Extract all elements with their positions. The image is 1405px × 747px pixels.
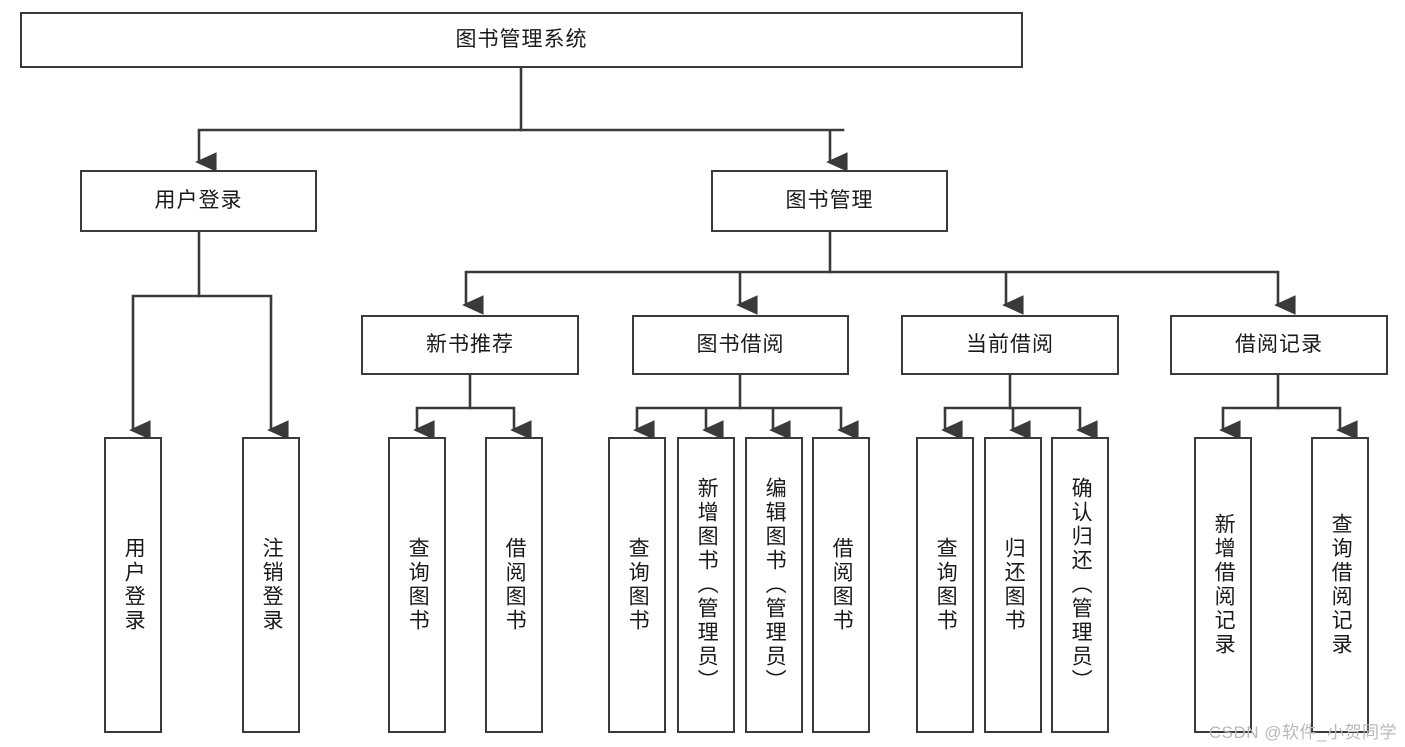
leaf-current-borrow-return-book[interactable]: 归还图书 [984, 437, 1042, 733]
leaf-book-borrow-borrow-book[interactable]: 借阅图书 [812, 437, 870, 733]
node-label: 用户登录 [154, 189, 243, 213]
leaf-current-borrow-query-book[interactable]: 查询图书 [916, 437, 974, 733]
node-label: 新增借阅记录 [1212, 513, 1236, 657]
node-label: 归还图书 [1002, 537, 1026, 633]
leaf-borrow-record-query-record[interactable]: 查询借阅记录 [1311, 437, 1369, 733]
node-label: 新增图书（管理员） [695, 477, 719, 693]
node-label: 注销登录 [260, 537, 284, 633]
node-label: 用户登录 [122, 537, 146, 633]
node-user-login[interactable]: 用户登录 [80, 170, 317, 232]
leaf-user-login-logout[interactable]: 注销登录 [242, 437, 300, 733]
node-label: 查询图书 [626, 537, 650, 633]
leaf-current-borrow-confirm-return-admin[interactable]: 确认归还（管理员） [1051, 437, 1109, 733]
node-label: 借阅图书 [830, 537, 854, 633]
leaf-new-book-borrow-book[interactable]: 借阅图书 [485, 437, 543, 733]
node-label: 查询图书 [934, 537, 958, 633]
node-root-book-management-system[interactable]: 图书管理系统 [20, 12, 1023, 68]
leaf-new-book-query-book[interactable]: 查询图书 [388, 437, 446, 733]
leaf-book-borrow-edit-book-admin[interactable]: 编辑图书（管理员） [745, 437, 803, 733]
node-borrow-record[interactable]: 借阅记录 [1170, 315, 1388, 375]
node-label: 查询图书 [406, 537, 430, 633]
node-label: 图书管理 [785, 189, 874, 213]
node-book-management[interactable]: 图书管理 [711, 170, 948, 232]
node-label: 借阅图书 [503, 537, 527, 633]
node-label: 新书推荐 [426, 333, 514, 357]
node-label: 编辑图书（管理员） [763, 477, 787, 693]
node-label: 确认归还（管理员） [1069, 477, 1093, 693]
node-label: 查询借阅记录 [1329, 513, 1353, 657]
leaf-book-borrow-add-book-admin[interactable]: 新增图书（管理员） [677, 437, 735, 733]
node-label: 当前借阅 [966, 333, 1054, 357]
leaf-book-borrow-query-book[interactable]: 查询图书 [608, 437, 666, 733]
node-label: 图书管理系统 [455, 28, 588, 52]
leaf-borrow-record-add-record[interactable]: 新增借阅记录 [1194, 437, 1252, 733]
csdn-watermark: CSDN @软件_小贺同学 [1208, 723, 1397, 742]
leaf-user-login-login[interactable]: 用户登录 [104, 437, 162, 733]
node-current-borrow[interactable]: 当前借阅 [901, 315, 1119, 375]
node-label: 借阅记录 [1235, 333, 1323, 357]
node-new-book-recommend[interactable]: 新书推荐 [361, 315, 579, 375]
node-label: 图书借阅 [696, 333, 785, 357]
node-book-borrow[interactable]: 图书借阅 [632, 315, 849, 375]
